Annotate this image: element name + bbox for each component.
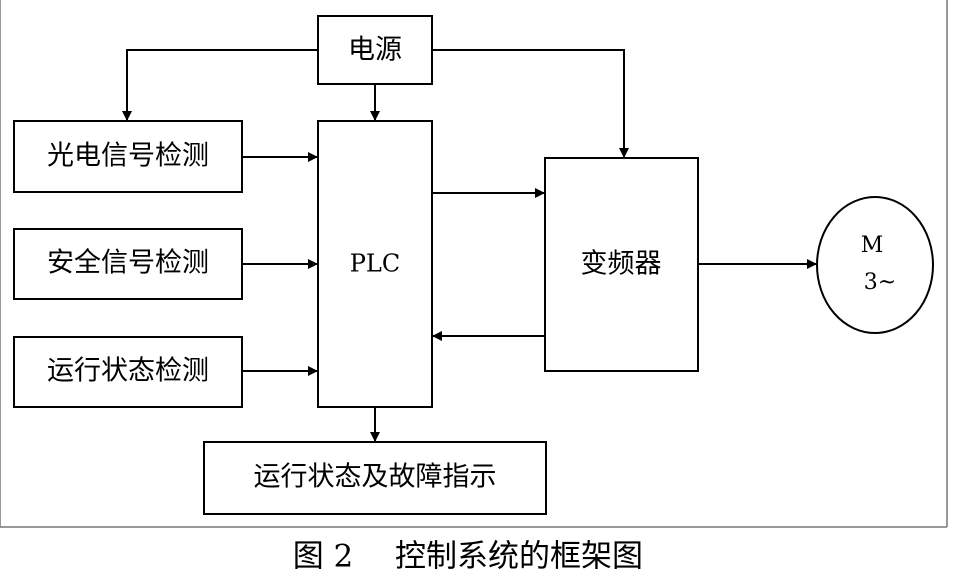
photo-detect-label: 光电信号检测 [47, 141, 209, 172]
power-label: 电源 [348, 35, 402, 66]
motor-label-phase: 3~ [864, 270, 896, 295]
indicator-box [203, 441, 547, 515]
figure-number: 图 2 [293, 539, 354, 575]
figure-title: 控制系统的框架图 [395, 539, 643, 575]
motor-circle [816, 196, 934, 334]
power-to-inverter-arrow [432, 49, 629, 158]
safety-detect-label: 安全信号检测 [47, 248, 209, 279]
status-detect-label: 运行状态检测 [47, 356, 209, 387]
inverter-label: 变频器 [581, 249, 662, 280]
power-to-photo-arrow [122, 49, 318, 121]
diagram-frame [0, 0, 948, 528]
indicator-label: 运行状态及故障指示 [254, 462, 497, 493]
motor-label-m: M [861, 233, 884, 258]
plc-label: PLC [350, 250, 400, 278]
